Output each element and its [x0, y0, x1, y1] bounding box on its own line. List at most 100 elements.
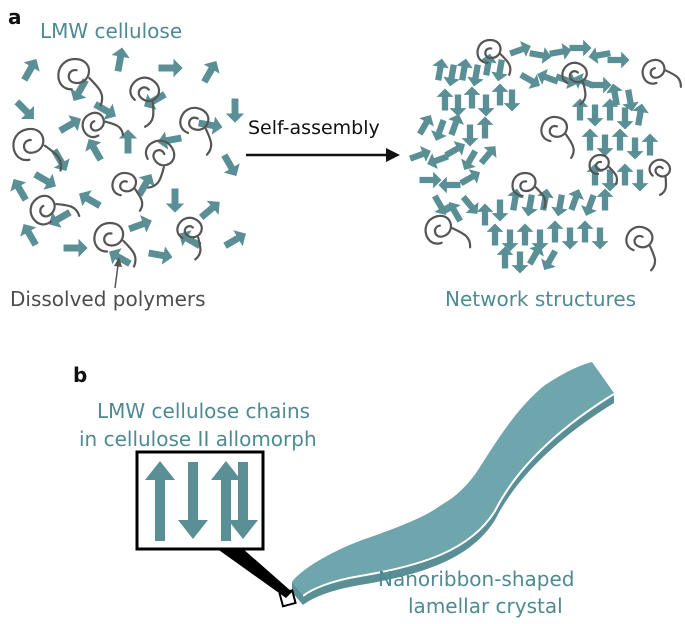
coil-right-9	[588, 153, 619, 186]
chain-arrow-right-74	[511, 251, 529, 274]
coil-left-6	[144, 139, 176, 189]
chain-arrow-left-30	[223, 230, 246, 249]
chain-arrow-left-29	[148, 246, 173, 265]
coil-left-8	[29, 194, 81, 226]
chain-arrow-right-53	[432, 194, 449, 216]
coil-left-3	[81, 111, 125, 139]
chain-arrow-right-31	[571, 98, 589, 121]
chain-arrow-left-4	[158, 58, 183, 78]
chain-arrow-right-16	[477, 94, 495, 117]
dissolved-chain-arrows	[10, 47, 246, 267]
chain-arrow-right-4	[467, 64, 484, 87]
chain-arrow-right-58	[507, 188, 524, 211]
chain-arrow-right-76	[541, 249, 558, 271]
chain-arrow-left-19	[79, 190, 102, 209]
chain-arrow-right-11	[588, 47, 611, 64]
lmw-cellulose-label: LMW cellulose	[40, 19, 182, 43]
coil-right-5	[511, 171, 547, 209]
chain-arrow-right-73	[496, 246, 514, 269]
network-coils	[424, 38, 682, 272]
chain-arrow-left-20	[136, 174, 155, 197]
chain-arrow-right-45	[641, 133, 659, 156]
chain-arrow-up-1	[145, 461, 175, 541]
chain-arrow-left-21	[165, 188, 185, 213]
chain-arrow-left-1	[21, 59, 40, 82]
chain-arrow-right-1	[432, 58, 449, 81]
dissolved-pointer-arrow	[114, 257, 122, 289]
dissolved-coils	[12, 57, 213, 268]
chain-arrow-right-29	[461, 124, 479, 147]
chain-arrow-right-23	[589, 76, 612, 94]
self-assembly-arrow	[246, 148, 400, 162]
chain-arrow-right-70	[561, 227, 579, 250]
chain-arrow-left-16	[157, 131, 182, 150]
chain-arrow-right-20	[537, 69, 559, 85]
chain-arrow-left-9	[93, 101, 116, 120]
chain-arrow-right-57	[491, 199, 509, 222]
chain-arrow-right-41	[581, 128, 599, 151]
chain-arrow-right-65	[486, 223, 504, 246]
chain-arrow-down-1	[178, 462, 208, 539]
chain-arrow-right-36	[409, 146, 431, 162]
chain-arrow-up-2	[211, 461, 241, 541]
chain-arrow-right-18	[503, 89, 521, 112]
coil-right-1	[476, 38, 512, 76]
chain-arrow-left-7	[14, 99, 34, 119]
coil-right-6	[424, 214, 472, 249]
coil-left-4	[179, 106, 213, 156]
network-chain-arrows	[409, 39, 659, 274]
chain-arrow-right-38	[444, 141, 466, 158]
chain-arrow-right-34	[616, 107, 634, 130]
chain-arrow-right-62	[568, 189, 584, 211]
coil-left-10	[176, 216, 203, 261]
chain-arrow-right-7	[509, 41, 531, 57]
coil-right-2	[561, 61, 588, 106]
chain-arrow-left-2	[70, 78, 89, 101]
chain-arrow-right-44	[626, 137, 644, 160]
chain-arrow-left-3	[111, 47, 130, 72]
chain-arrow-left-24	[128, 215, 152, 233]
chain-arrow-left-14	[85, 139, 104, 162]
coil-right-8	[648, 158, 672, 196]
chain-arrow-right-69	[546, 220, 564, 243]
chain-arrow-right-46	[419, 171, 442, 189]
chain-arrow-right-48	[459, 169, 481, 186]
coil-right-7	[625, 225, 657, 272]
dissolved-polymers-label: Dissolved polymers	[10, 287, 206, 311]
chain-arrow-right-54	[446, 201, 463, 223]
chain-arrow-right-72	[591, 227, 609, 250]
chain-arrow-right-35	[632, 103, 649, 126]
nanoribbon	[292, 362, 615, 605]
chain-arrow-left-11	[198, 116, 223, 135]
chain-arrow-left-5	[201, 61, 220, 84]
chain-arrow-left-28	[109, 248, 132, 267]
chain-arrow-right-56	[476, 203, 494, 226]
chain-arrow-right-75	[527, 244, 544, 266]
chain-arrow-right-39	[461, 149, 478, 171]
chain-arrow-right-51	[616, 163, 634, 186]
chain-arrow-right-30	[476, 116, 494, 139]
chain-arrow-right-55	[460, 194, 479, 214]
chain-arrow-left-17	[10, 179, 29, 202]
coil-left-9	[93, 221, 137, 268]
chain-arrow-left-25	[179, 230, 202, 249]
chain-arrow-left-22	[198, 200, 220, 221]
chain-arrow-right-17	[491, 83, 509, 106]
chain-arrow-right-28	[448, 114, 464, 136]
nanoribbon-label-line1: Nanoribbon-shaped	[378, 567, 574, 591]
chain-label-line2: in cellulose II allomorph	[79, 427, 317, 451]
chain-arrow-down-2	[228, 462, 258, 539]
chain-arrow-right-40	[478, 146, 497, 166]
chain-arrow-right-47	[438, 176, 461, 194]
panel-b-letter: b	[73, 363, 87, 387]
nanoribbon-label-line2: lamellar crystal	[408, 594, 563, 618]
panel-a-letter: a	[8, 5, 22, 29]
chain-arrow-right-15	[463, 86, 481, 109]
antiparallel-chains	[145, 461, 258, 541]
chain-arrow-right-12	[607, 51, 630, 69]
coil-right-3	[641, 58, 682, 88]
chain-arrow-right-26	[417, 114, 434, 136]
chain-arrow-right-3	[456, 58, 473, 81]
coil-right-4	[540, 116, 575, 160]
